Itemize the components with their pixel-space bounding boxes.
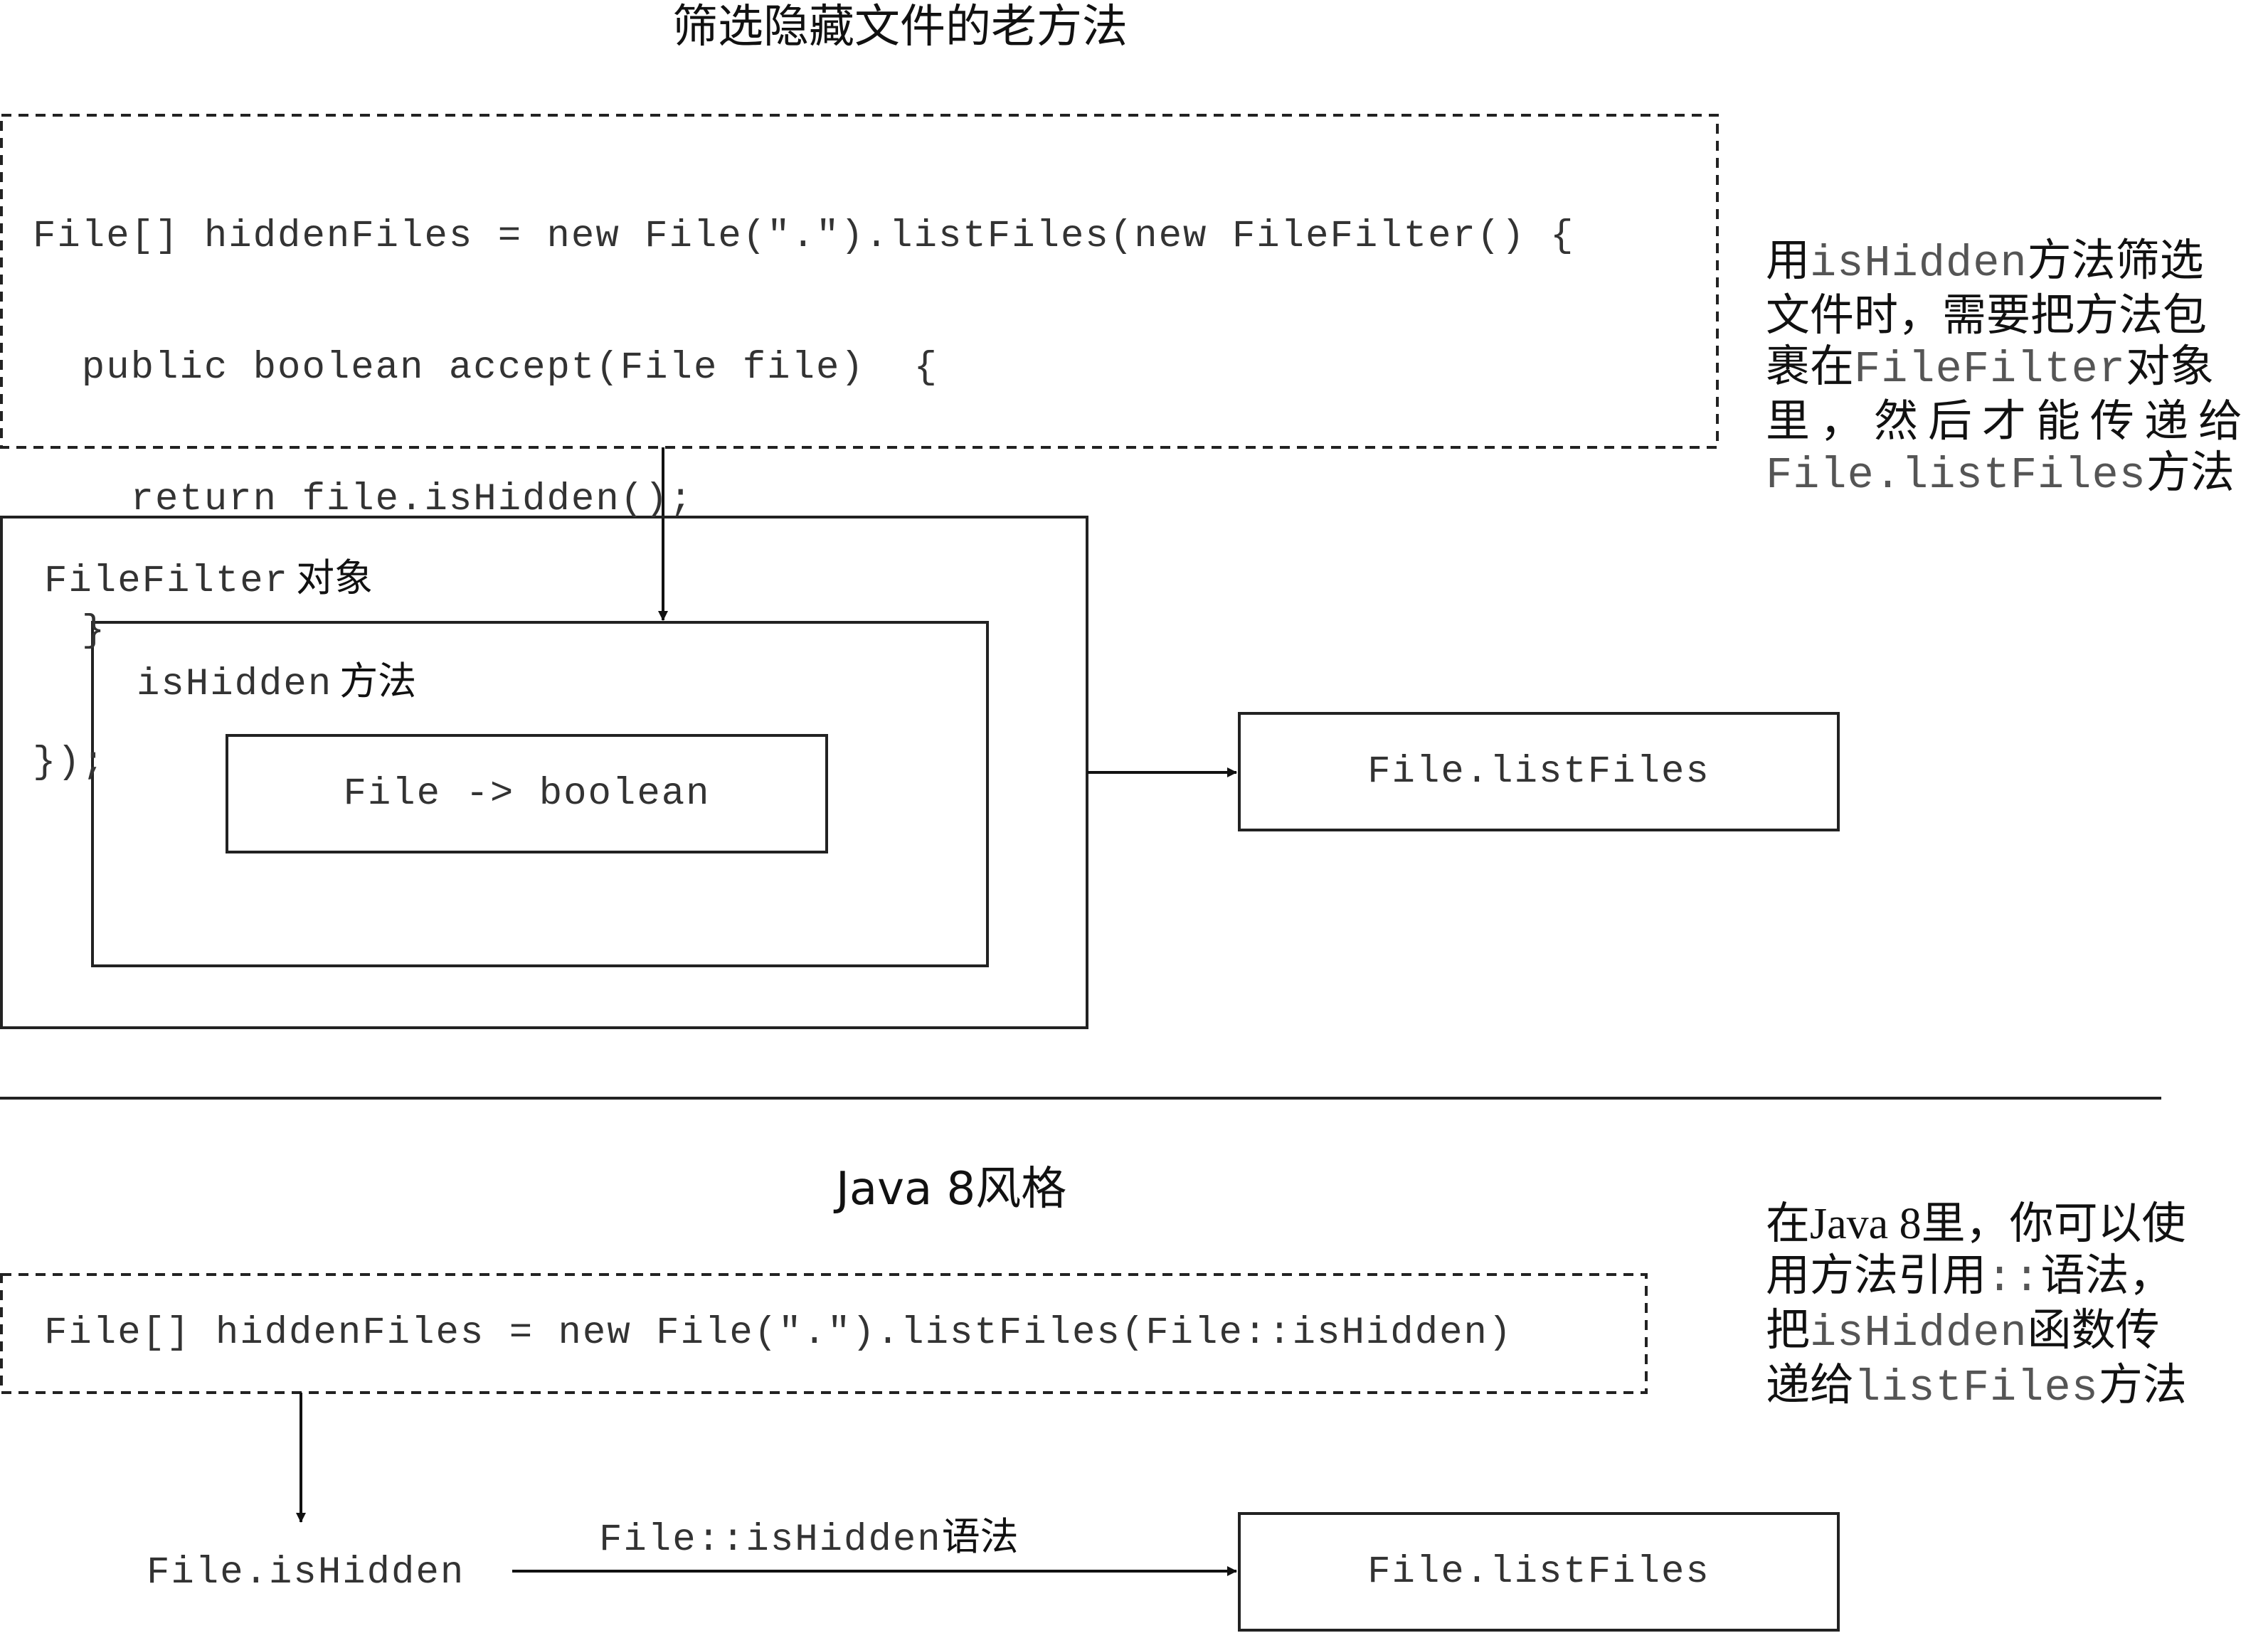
- listfiles-box-java8: [1238, 1512, 1840, 1632]
- java8-note: 在Java 8里，你可以使 用方法引用::语法， 把isHidden函数传 递给…: [1766, 1198, 2264, 1414]
- note-line: 裹在FileFilter对象: [1766, 340, 2215, 395]
- code-line: File[] hiddenFiles = new File(".").listF…: [33, 215, 1575, 258]
- arrow-label: File::isHidden语法: [588, 1506, 1019, 1571]
- java8-code-box: [0, 1273, 1648, 1394]
- java8-code-line: File[] hiddenFiles = new File(".").listF…: [44, 1312, 1513, 1355]
- java8-section-title: Java 8风格: [836, 1163, 1067, 1216]
- note-line: 递给listFiles方法: [1766, 1358, 2187, 1414]
- note-line: File.listFiles方法: [1766, 446, 2235, 501]
- note-line: 在Java 8里，你可以使: [1766, 1200, 2186, 1248]
- code-line: return file.isHidden();: [33, 478, 694, 521]
- note-line: 用isHidden方法筛选: [1766, 234, 2204, 289]
- note-line: 把isHidden函数传: [1766, 1304, 2160, 1359]
- note-line: 里，然后才能传递给: [1766, 395, 2253, 447]
- old-note: 用isHidden方法筛选 文件时，需要把方法包 裹在FileFilter对象 …: [1766, 235, 2264, 501]
- arrow-label-mono: File::isHidden: [599, 1518, 942, 1562]
- ishidden-source-label: File.isHidden: [147, 1551, 465, 1595]
- ishidden-label-mono: isHidden: [137, 663, 333, 706]
- old-code-block: File[] hiddenFiles = new File(".").listF…: [33, 141, 1575, 876]
- arrow-label-cjk: 语法: [941, 1514, 1019, 1559]
- note-line: 文件时，需要把方法包: [1766, 289, 2208, 341]
- filefilter-label-cjk: 对象: [296, 555, 373, 600]
- code-line: public boolean accept(File file) {: [33, 346, 938, 390]
- note-line: 用方法引用::语法，: [1766, 1249, 2173, 1304]
- signature-text: File -> boolean: [343, 772, 711, 816]
- filefilter-label-mono: FileFilter: [44, 560, 290, 603]
- old-code-box: [0, 114, 1719, 449]
- ishidden-box: [91, 621, 989, 967]
- old-section-title: 筛选隐藏文件的老方法: [672, 1, 1128, 53]
- ishidden-label-cjk: 方法: [339, 659, 417, 703]
- code-line: });: [33, 741, 107, 784]
- code-line: }: [33, 610, 107, 653]
- signature-box: [226, 734, 828, 853]
- listfiles-box-old: [1238, 712, 1840, 831]
- listfiles-label-java8: File.listFiles: [1367, 1550, 1710, 1594]
- listfiles-label-old: File.listFiles: [1367, 750, 1710, 794]
